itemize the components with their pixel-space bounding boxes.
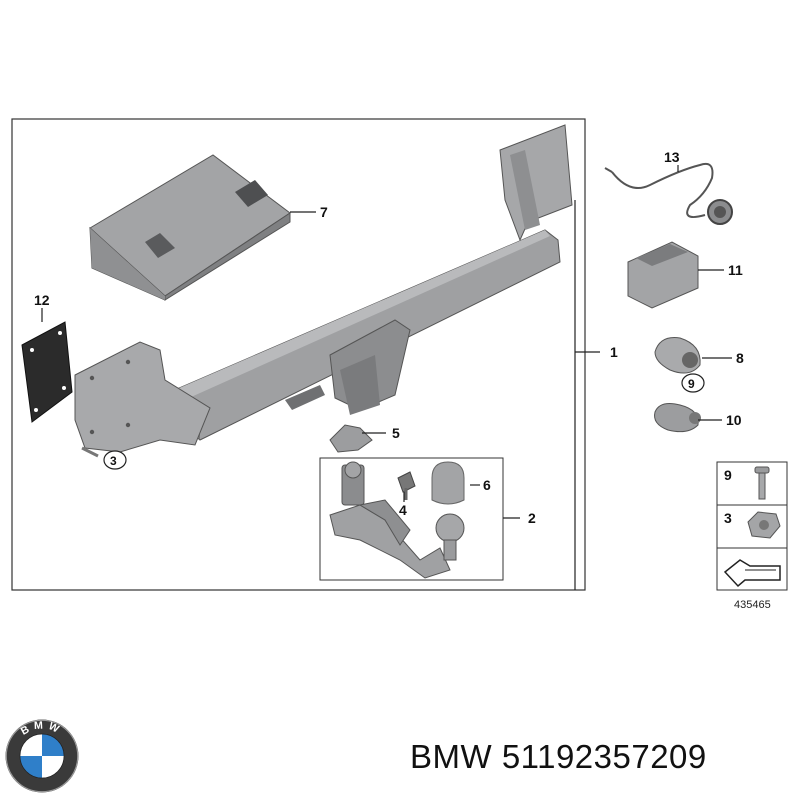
svg-text:9: 9 [688,377,695,391]
callout-11: 11 [728,262,743,278]
hitch-frame [319,457,504,581]
callout-8: 8 [736,350,744,366]
electronic-module-part [627,241,699,309]
fastener-legend: 9 3 [716,461,788,591]
part-number: 51192357209 [501,738,707,775]
diagram-id: 435465 [734,599,771,611]
arrow-bracket-icon [723,559,781,588]
callout-3-circled: 3 [103,450,127,470]
socket-part [654,337,701,374]
leader-lines [41,165,732,590]
control-box-part [89,154,291,301]
bolt-part [397,471,416,500]
callout-9-circled: 9 [681,373,705,393]
mounting-bracket-part [329,424,373,453]
ball-hitch-part [329,461,465,579]
brand-name: BMW [410,738,493,775]
legend-label-3: 3 [724,510,732,526]
brand-part-number: BMW 51192357209 [410,738,707,776]
gasket-plate-part [21,321,73,423]
callout-7: 7 [320,204,328,220]
nut-part [81,446,99,458]
bmw-roundel-icon: BMW [5,719,79,793]
tow-bar-crossmember-part [74,124,573,453]
callout-6: 6 [483,477,491,493]
callout-4: 4 [399,502,407,518]
callout-5: 5 [392,425,400,441]
legend-label-9: 9 [724,467,732,483]
callout-1: 1 [610,344,618,360]
main-frame [11,118,586,591]
wiring-harness-part [604,162,733,225]
screw-icon [754,466,770,500]
connector-part [654,403,701,433]
hex-nut-icon [747,511,781,539]
protective-cap-part [431,461,465,505]
callout-12: 12 [34,292,50,308]
callout-10: 10 [726,412,742,428]
callout-2: 2 [528,510,536,526]
callout-13: 13 [664,149,680,165]
svg-text:3: 3 [110,454,117,468]
